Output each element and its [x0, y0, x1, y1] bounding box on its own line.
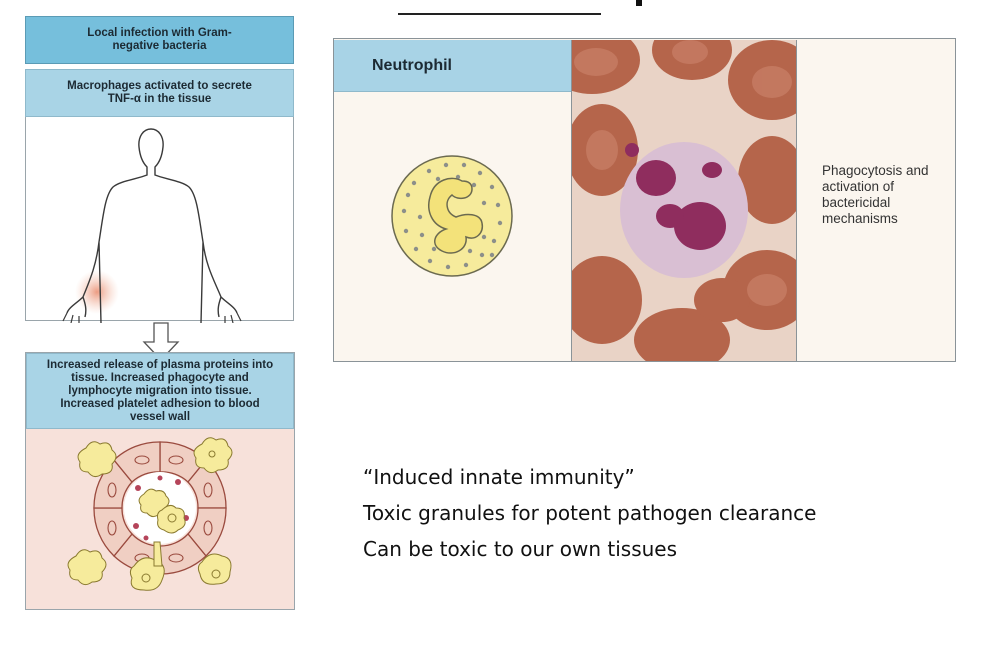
vessel-wall-cells	[93, 441, 227, 575]
phagocyte-nuclei	[141, 450, 221, 583]
neutrophil-label: Neutrophil	[334, 40, 571, 92]
neutrophil-granules	[401, 162, 503, 270]
note-toxic-tissues: Can be toxic to our own tissues	[363, 537, 678, 561]
blood-vessel-cross-section	[67, 437, 233, 591]
note-induced-innate: “Induced innate immunity”	[363, 465, 635, 489]
flow-step-vessel-text: Increased release of plasma proteins int…	[46, 358, 274, 423]
notes-list: “Induced innate immunity” Toxic granules…	[363, 459, 983, 567]
endothelial-nuclei	[107, 455, 213, 563]
flow-arrow-down	[142, 322, 180, 361]
neutrophil-nucleus	[428, 177, 484, 254]
rbc-highlights	[574, 40, 792, 306]
flow-step-macrophage-text: Macrophages activated to secrete TNF-α i…	[67, 80, 252, 105]
flow-step-infection-text: Local infection with Gram-negative bacte…	[87, 27, 232, 52]
title-fragment-mark	[636, 0, 642, 6]
neutrophil-schematic	[391, 155, 513, 277]
flow-step-vessel: Increased release of plasma proteins int…	[26, 353, 294, 429]
hand-left	[62, 312, 80, 323]
neutrophil-description: Phagocytosis and activation of bacterici…	[822, 163, 929, 226]
title-underline	[398, 13, 601, 15]
body-outline	[66, 128, 238, 323]
hand-right	[224, 312, 242, 323]
inflammation-area	[75, 270, 119, 314]
flow-step-infection: Local infection with Gram-negative bacte…	[25, 16, 294, 64]
neutrophil-divider-left	[571, 40, 572, 361]
small-cell	[625, 143, 639, 157]
neutrophil-divider-right	[796, 40, 797, 361]
flow-step-macrophage: Macrophages activated to secrete TNF-α i…	[25, 69, 294, 117]
note-toxic-granules: Toxic granules for potent pathogen clear…	[363, 501, 817, 525]
human-body-figure	[62, 128, 242, 323]
nucleus-lobes	[636, 160, 726, 250]
neutrophil-micrograph	[572, 40, 796, 361]
